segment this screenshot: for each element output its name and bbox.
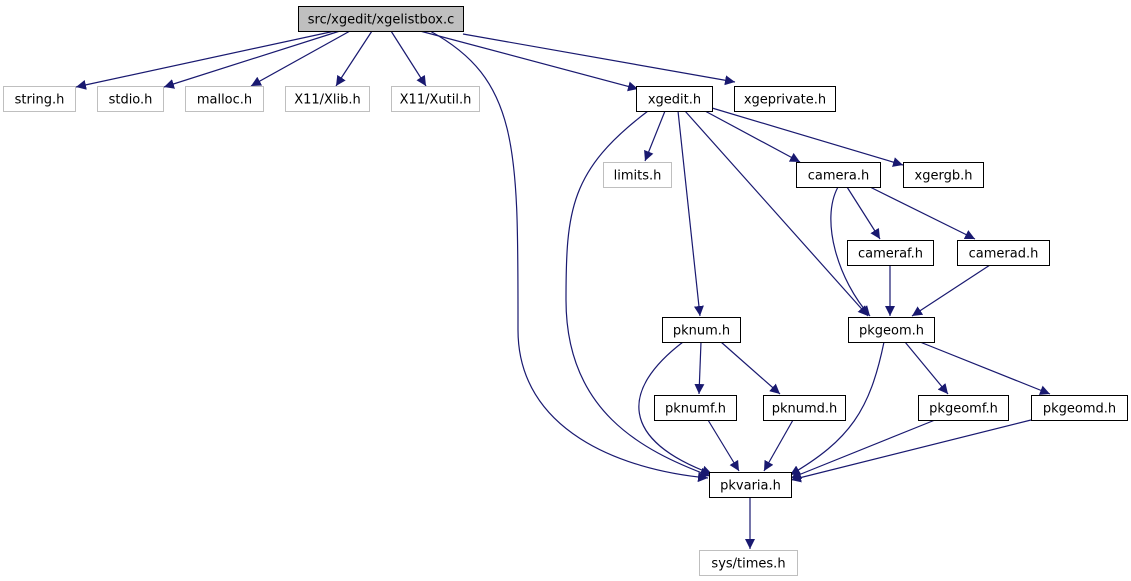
node-label: pkvaria.h (720, 479, 781, 494)
edge-xgelistbox-c-to-string-h (75, 30, 336, 90)
node-pkgeomf-h[interactable]: pkgeomf.h (918, 395, 1009, 421)
node-label: limits.h (614, 169, 662, 184)
node-label: pknumf.h (665, 402, 726, 417)
node-label: pkgeom.h (859, 324, 924, 339)
node-box (847, 240, 934, 266)
node-label: stdio.h (109, 93, 153, 108)
node-label: camerad.h (969, 247, 1039, 262)
node-box (796, 162, 881, 188)
node-label: pkgeomf.h (929, 402, 998, 417)
node-box (734, 86, 836, 112)
node-string-h[interactable]: string.h (3, 86, 76, 112)
node-cameraf-h[interactable]: cameraf.h (847, 240, 934, 266)
node-pknumf-h[interactable]: pknumf.h (654, 395, 737, 421)
node-stdio-h[interactable]: stdio.h (97, 86, 164, 112)
edge-xgedit-h-to-pknum-h (677, 110, 704, 317)
edge-pknum-h-to-pknumf-h (694, 341, 705, 395)
node-sys-times-h[interactable]: sys/times.h (699, 550, 798, 576)
node-box (709, 472, 792, 498)
node-box (391, 86, 480, 112)
node-malloc-h[interactable]: malloc.h (185, 86, 264, 112)
edge-pkgeomf-h-to-pkvaria-h (790, 419, 936, 479)
node-label: xgedit.h (648, 93, 701, 108)
node-box (903, 162, 984, 188)
node-label: pknum.h (673, 324, 730, 339)
node-label: xgeprivate.h (744, 93, 826, 108)
edge-xgelistbox-c-to-xgeprivate-h (462, 33, 736, 86)
node-label: cameraf.h (858, 247, 923, 262)
edge-xgedit-h-to-limits-h (644, 110, 666, 162)
node-box (298, 6, 464, 32)
node-label: xgergb.h (915, 169, 973, 184)
node-xlib-h[interactable]: X11/Xlib.h (285, 86, 370, 112)
edge-pkgeom-h-to-pkvaria-h (789, 341, 885, 476)
node-pknum-h[interactable]: pknum.h (662, 317, 741, 343)
edge-xgelistbox-c-to-xgedit-h (419, 30, 639, 92)
edge-xgelistbox-c-to-stdio-h (163, 30, 341, 89)
edge-camera-h-to-cameraf-h (846, 186, 881, 240)
node-pknumd-h[interactable]: pknumd.h (763, 395, 846, 421)
edge-pkgeom-h-to-pkgeomd-h (919, 341, 1051, 395)
node-limits-h[interactable]: limits.h (603, 162, 672, 188)
node-pkgeomd-h[interactable]: pkgeomd.h (1031, 395, 1128, 421)
node-box (1031, 395, 1128, 421)
node-box (918, 395, 1009, 421)
edge-pknumd-h-to-pkvaria-h (763, 419, 794, 472)
node-label: string.h (15, 93, 65, 108)
node-box (97, 86, 164, 112)
node-label: X11/Xutil.h (400, 93, 472, 108)
edge-camerad-h-to-pkgeom-h (911, 264, 991, 317)
edge-xgelistbox-c-to-malloc-h (250, 30, 351, 87)
edge-pkgeom-h-to-pkgeomf-h (904, 341, 949, 395)
node-pkgeom-h[interactable]: pkgeom.h (848, 317, 935, 343)
edge-pknumf-h-to-pkvaria-h (707, 419, 740, 472)
node-label: src/xgedit/xgelistbox.c (308, 13, 454, 28)
edge-pknum-h-to-pknumd-h (720, 341, 781, 395)
node-camera-h[interactable]: camera.h (796, 162, 881, 188)
node-box (699, 550, 798, 576)
node-camerad-h[interactable]: camerad.h (957, 240, 1050, 266)
node-box (662, 317, 741, 343)
node-box (285, 86, 370, 112)
node-box (636, 86, 713, 112)
edge-camera-h-to-pkgeom-h (830, 186, 871, 317)
node-xgeprivate-h[interactable]: xgeprivate.h (734, 86, 836, 112)
edge-xgedit-h-to-pkgeom-h (684, 110, 869, 317)
edge-xgelistbox-c-to-xlib-h (335, 30, 373, 87)
node-box (654, 395, 737, 421)
node-label: pkgeomd.h (1043, 402, 1116, 417)
edge-pkgeomd-h-to-pkvaria-h (790, 419, 1032, 483)
node-xgelistbox-c[interactable]: src/xgedit/xgelistbox.c (298, 6, 464, 32)
node-xutil-h[interactable]: X11/Xutil.h (391, 86, 480, 112)
node-label: X11/Xlib.h (294, 93, 361, 108)
node-box (848, 317, 935, 343)
edge-xgedit-h-to-camera-h (704, 110, 801, 163)
edge-xgedit-h-to-xgergb-h (711, 107, 904, 167)
node-box (185, 86, 264, 112)
edge-xgelistbox-c-to-xutil-h (390, 30, 427, 87)
node-box (3, 86, 76, 112)
nodes-layer: src/xgedit/xgelistbox.c string.h stdio.h ma… (3, 6, 1128, 576)
node-label: sys/times.h (711, 557, 785, 572)
node-label: camera.h (808, 169, 869, 184)
edge-camera-h-to-camerad-h (869, 186, 976, 240)
node-box (957, 240, 1050, 266)
node-box (763, 395, 846, 421)
edge-xgedit-h-to-pkvaria-h (565, 110, 711, 478)
node-xgergb-h[interactable]: xgergb.h (903, 162, 984, 188)
node-label: pknumd.h (772, 402, 838, 417)
edge-pknum-h-to-pkvaria-h (638, 341, 713, 476)
node-label: malloc.h (197, 93, 252, 108)
edges-layer (75, 30, 1051, 549)
node-box (603, 162, 672, 188)
edge-xgelistbox-c-to-pkvaria-h (429, 30, 709, 483)
node-xgedit-h[interactable]: xgedit.h (636, 86, 713, 112)
node-pkvaria-h[interactable]: pkvaria.h (709, 472, 792, 498)
